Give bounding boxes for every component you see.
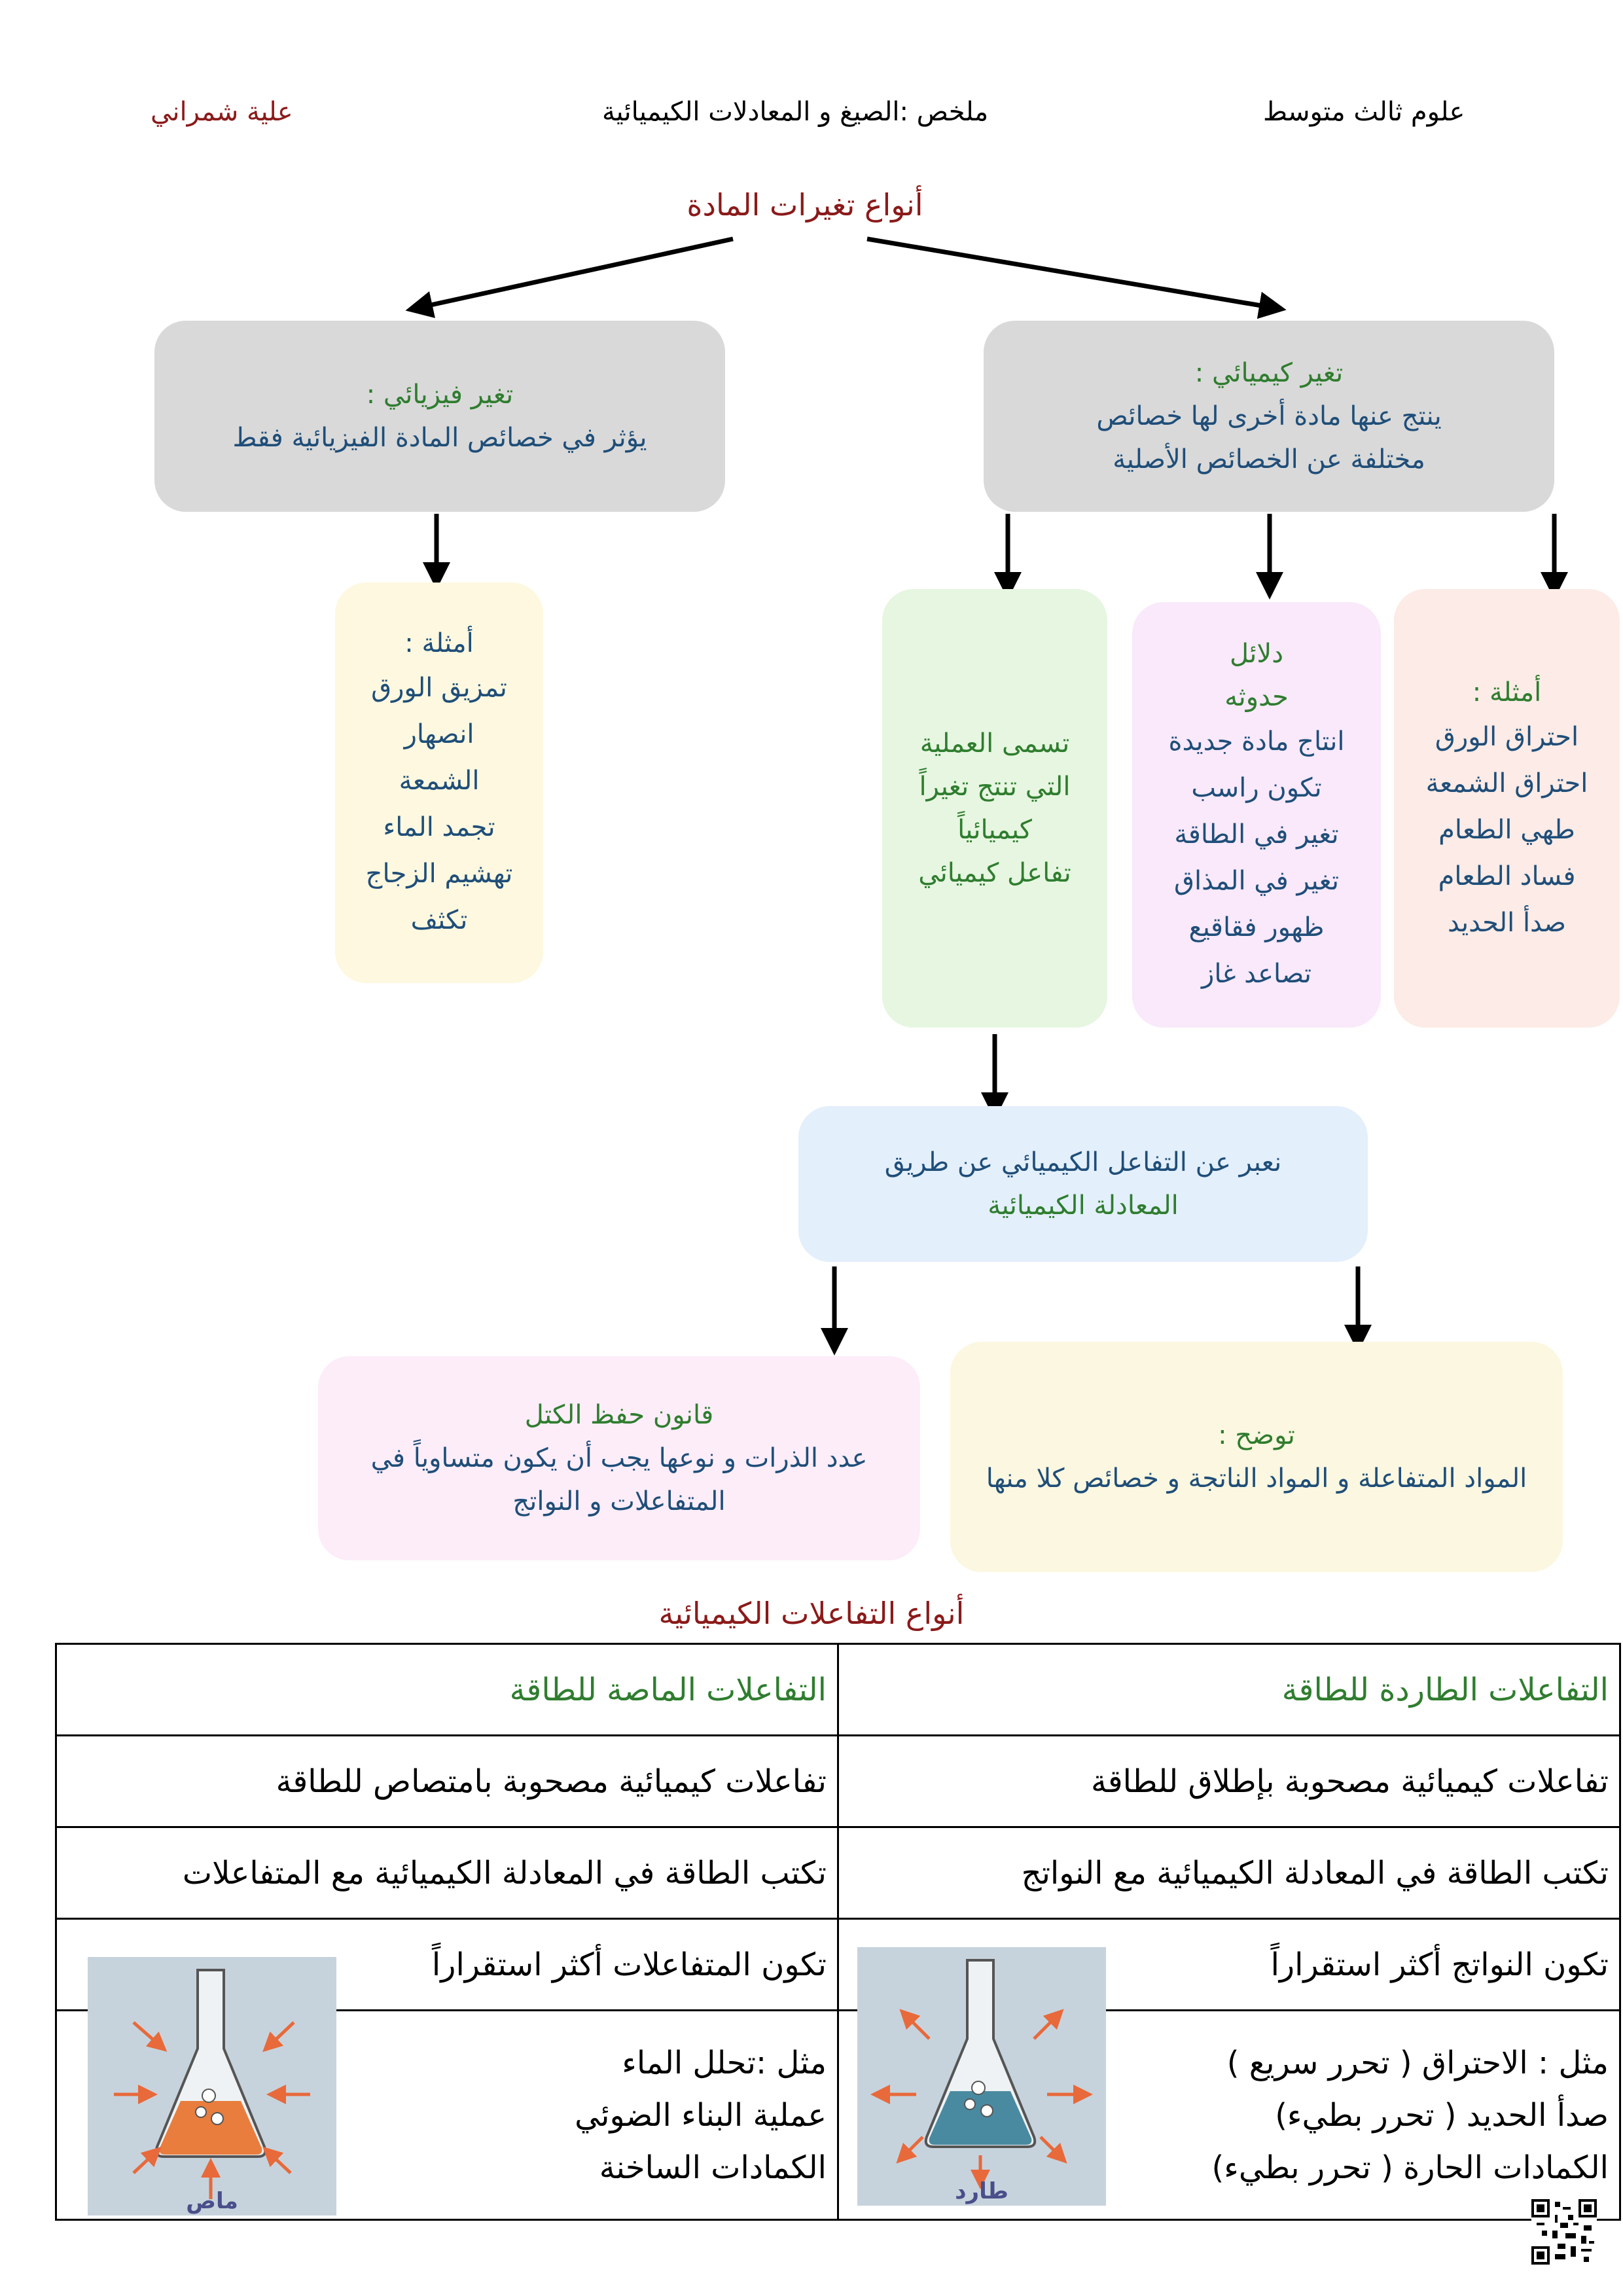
table-row: تكتب الطاقة في المعادلة الكيميائية مع ال… bbox=[55, 1826, 1621, 1920]
physical-example: تكثف bbox=[410, 905, 468, 935]
evidence-item: ظهور فقاقيع bbox=[1188, 912, 1325, 942]
document-title: ملخص :الصيغ و المعادلات الكيميائية bbox=[602, 97, 989, 127]
equation-box: نعبر عن التفاعل الكيميائي عن طريق المعاد… bbox=[798, 1106, 1368, 1262]
physical-example: تمزيق الورق bbox=[371, 673, 507, 703]
chemical-change-desc-2: مختلفة عن الخصائص الأصلية bbox=[1113, 444, 1425, 475]
endothermic-flask-icon bbox=[114, 1969, 310, 2199]
mass-law-line-2: المتفاعلات و النواتج bbox=[512, 1486, 726, 1516]
mass-law-title: قانون حفظ الكتل bbox=[524, 1400, 714, 1430]
equation-line-1: نعبر عن التفاعل الكيميائي عن طريق bbox=[884, 1147, 1282, 1177]
physical-examples-box: أمثلة : تمزيق الورق انصهار الشمعة تجمد ا… bbox=[335, 583, 543, 983]
chemical-example: صدأ الحديد bbox=[1447, 907, 1567, 938]
chemical-change-desc-1: ينتج عنها مادة أخرى لها خصائص bbox=[1096, 401, 1442, 431]
exothermic-flask-icon bbox=[870, 1959, 1093, 2189]
reaction-line-4: تفاعل كيميائي bbox=[918, 858, 1071, 888]
reaction-line-1: تسمى العملية bbox=[919, 728, 1070, 759]
equation-shows-box: توضح : المواد المتفاعلة و المواد الناتجة… bbox=[950, 1342, 1563, 1572]
endo-header: التفاعلات الماصة للطاقة bbox=[55, 1643, 839, 1736]
table-row: التفاعلات الطاردة للطاقة التفاعلات الماص… bbox=[55, 1643, 1621, 1736]
evidence-item: تصاعد غاز bbox=[1202, 959, 1312, 989]
exothermic-label: طارد bbox=[955, 2178, 1008, 2204]
endo-example-2: عملية البناء الضوئي bbox=[575, 2096, 827, 2134]
reaction-line-2: التي تنتج تغيراً bbox=[919, 772, 1071, 802]
endo-row-2: تكتب الطاقة في المعادلة الكيميائية مع ال… bbox=[55, 1826, 839, 1920]
exo-example-2: صدأ الحديد ( تحرر بطيء) bbox=[1275, 2096, 1609, 2134]
chemical-example: احتراق الورق bbox=[1435, 721, 1579, 752]
chemical-examples-box: أمثلة : احتراق الورق احتراق الشمعة طهي ا… bbox=[1394, 589, 1620, 1028]
table-row: تفاعلات كيميائية مصحوبة بإطلاق للطاقة تف… bbox=[55, 1734, 1621, 1828]
evidence-item: تغير في المذاق bbox=[1174, 866, 1340, 896]
endo-row-1: تفاعلات كيميائية مصحوبة بامتصاص للطاقة bbox=[55, 1734, 839, 1828]
endothermic-flask-image: ماص bbox=[88, 1957, 336, 2215]
exo-example-3: الكمادات الحارة ( تحرر بطيء) bbox=[1211, 2149, 1609, 2186]
evidence-title-2: حدوثه bbox=[1224, 682, 1289, 712]
mass-law-line-1: عدد الذرات و نوعها يجب أن يكون متساوياً … bbox=[370, 1443, 868, 1473]
endothermic-label: ماص bbox=[186, 2188, 238, 2214]
evidence-item: تغير في الطاقة bbox=[1174, 819, 1339, 850]
chemical-examples-title: أمثلة : bbox=[1472, 677, 1542, 708]
endo-example-1: مثل :تحلل الماء bbox=[622, 2044, 827, 2081]
subject-label: علوم ثالث متوسط bbox=[1263, 97, 1465, 127]
evidence-item: انتاج مادة جديدة bbox=[1168, 726, 1345, 757]
physical-example: تجمد الماء bbox=[383, 812, 495, 842]
exo-example-1: مثل : الاحتراق ( تحرر سريع ) bbox=[1226, 2044, 1609, 2081]
reaction-line-3: كيميائياً bbox=[957, 815, 1032, 845]
shows-desc: المواد المتفاعلة و المواد الناتجة و خصائ… bbox=[986, 1463, 1527, 1494]
physical-example: تهشيم الزجاج bbox=[365, 859, 513, 889]
author-name: علية شمراني bbox=[151, 97, 293, 127]
chemical-example: طهي الطعام bbox=[1438, 814, 1575, 845]
physical-change-box: تغير فيزيائي : يؤثر في خصائص المادة الفي… bbox=[154, 321, 725, 512]
chemical-change-box: تغير كيميائي : ينتج عنها مادة أخرى لها خ… bbox=[984, 321, 1554, 512]
physical-change-title: تغير فيزيائي : bbox=[366, 380, 514, 410]
evidence-box: دلائل حدوثه انتاج مادة جديدة تكون راسب ت… bbox=[1132, 602, 1381, 1028]
reaction-types-title: أنواع التفاعلات الكيميائية bbox=[658, 1596, 965, 1631]
evidence-item: تكون راسب bbox=[1191, 773, 1322, 803]
chemical-change-title: تغير كيميائي : bbox=[1194, 358, 1344, 388]
chemical-example: احتراق الشمعة bbox=[1425, 768, 1588, 798]
equation-line-2: المعادلة الكيميائية bbox=[988, 1191, 1179, 1221]
diagram-root-title: أنواع تغيرات المادة bbox=[687, 187, 923, 223]
arrow-root-physical bbox=[405, 236, 734, 319]
chemical-example: فساد الطعام bbox=[1438, 861, 1576, 891]
shows-title: توضح : bbox=[1218, 1420, 1295, 1450]
evidence-title-1: دلائل bbox=[1229, 639, 1284, 669]
exo-row-1: تفاعلات كيميائية مصحوبة بإطلاق للطاقة bbox=[837, 1734, 1621, 1828]
exothermic-flask-image: طارد bbox=[857, 1947, 1106, 2206]
exo-header: التفاعلات الطاردة للطاقة bbox=[837, 1643, 1621, 1736]
qr-code-icon bbox=[1531, 2199, 1597, 2265]
physical-examples-title: أمثلة : bbox=[404, 628, 474, 658]
exo-row-2: تكتب الطاقة في المعادلة الكيميائية مع ال… bbox=[837, 1826, 1621, 1920]
physical-example: الشمعة bbox=[399, 766, 480, 796]
physical-example: انصهار bbox=[404, 719, 474, 749]
arrow-root-chemical bbox=[866, 236, 1287, 319]
physical-change-desc: يؤثر في خصائص المادة الفيزيائية فقط bbox=[232, 423, 647, 453]
endo-example-3: الكمادات الساخنة bbox=[599, 2149, 827, 2186]
mass-law-box: قانون حفظ الكتل عدد الذرات و نوعها يجب أ… bbox=[318, 1356, 920, 1560]
chemical-reaction-box: تسمى العملية التي تنتج تغيراً كيميائياً … bbox=[882, 589, 1107, 1028]
